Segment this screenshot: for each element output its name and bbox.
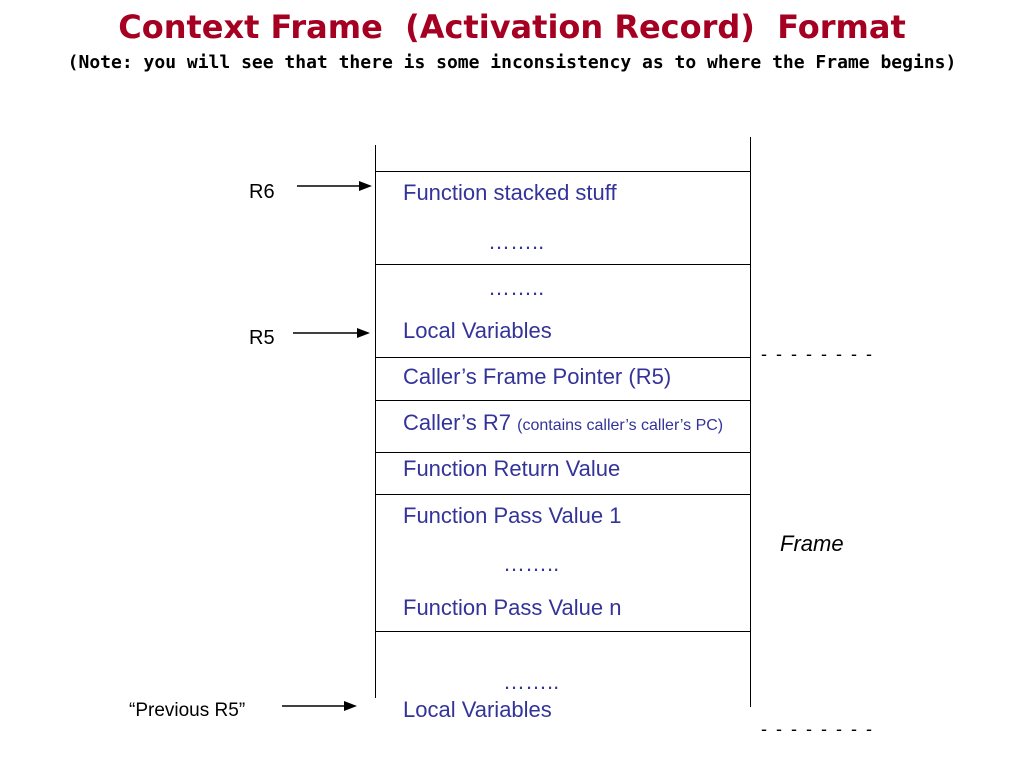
- cell-callers-frame-pointer: Caller’s Frame Pointer (R5): [403, 364, 672, 389]
- stack-right-border: [750, 137, 751, 707]
- stack-divider: [375, 452, 751, 453]
- cell-ellipsis: ……..: [488, 229, 545, 254]
- cell-function-return-value: Function Return Value: [403, 456, 621, 481]
- frame-bottom-boundary: - - - - - - - -: [761, 719, 874, 739]
- cell-function-pass-value-n: Function Pass Value n: [403, 595, 622, 620]
- cell-ellipsis: ……..: [503, 551, 560, 576]
- frame-top-boundary: - - - - - - - -: [761, 344, 874, 364]
- pointer-arrow-r5: [293, 328, 370, 338]
- cell-ellipsis: ……..: [488, 275, 545, 300]
- callers-r7-note: (contains caller’s caller’s PC): [517, 417, 724, 434]
- pointer-label-previous-r5: “Previous R5”: [129, 700, 246, 721]
- pointer-label-r6: R6: [249, 181, 275, 203]
- stack-left-border: [375, 145, 376, 698]
- stack-divider: [375, 400, 751, 401]
- stack-divider: [375, 631, 751, 632]
- cell-previous-local-variables: Local Variables: [403, 697, 552, 722]
- frame-label: Frame: [780, 531, 844, 556]
- stack-divider: [375, 264, 751, 265]
- stack-divider: [375, 171, 751, 172]
- pointer-label-r5: R5: [249, 327, 275, 349]
- stack-divider: [375, 494, 751, 495]
- pointer-arrow-r6: [297, 181, 372, 191]
- cell-ellipsis: ……..: [503, 669, 560, 694]
- pointer-arrow-previous-r5: [282, 701, 357, 711]
- callers-r7-label: Caller’s R7: [403, 410, 518, 435]
- cell-function-stacked-stuff: Function stacked stuff: [403, 180, 617, 205]
- stack-divider: [375, 357, 751, 358]
- page-title: Context Frame (Activation Record) Format: [118, 8, 906, 46]
- cell-local-variables: Local Variables: [403, 318, 552, 343]
- cell-function-pass-value-1: Function Pass Value 1: [403, 503, 622, 528]
- cell-callers-r7: Caller’s R7 (contains caller’s caller’s …: [403, 410, 723, 436]
- page-subtitle: (Note: you will see that there is some i…: [67, 52, 957, 73]
